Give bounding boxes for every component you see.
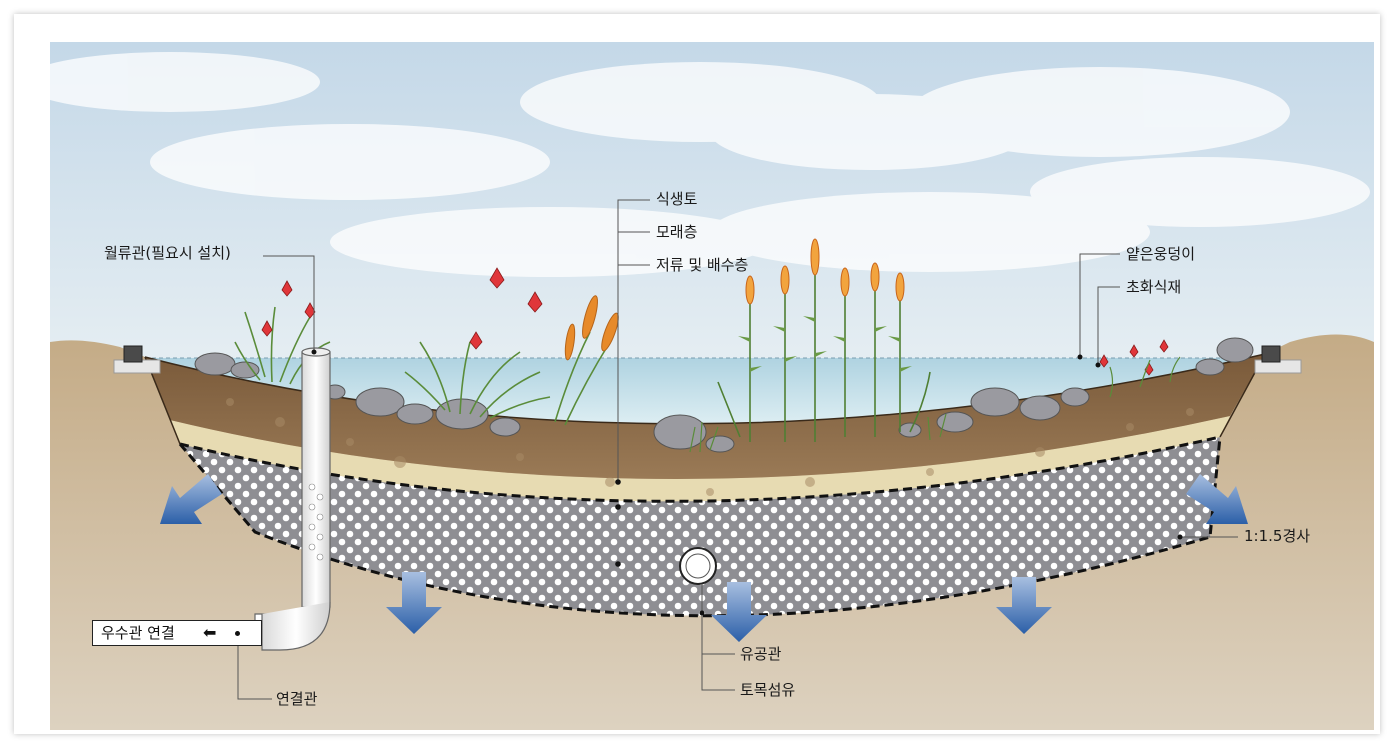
left-arrow-icon: ⬅: [203, 623, 217, 642]
label-sewer-connection: 우수관 연결: [101, 624, 175, 642]
down-arrow-icon: [160, 474, 1248, 642]
sewer-connection-box: 우수관 연결 ⬅: [92, 620, 262, 646]
connection-point: [235, 631, 240, 636]
overflow-pipe: [301, 351, 331, 608]
label-planting-soil: 식생토: [656, 190, 698, 208]
label-storage-drain-layer: 저류 및 배수층: [656, 256, 749, 274]
label-sand-layer: 모래층: [656, 223, 698, 241]
label-herb-planting: 초화식재: [1126, 278, 1182, 296]
label-perforated-pipe: 유공관: [740, 645, 782, 663]
bioretention-cross-section: [50, 42, 1374, 730]
perforated-pipe: [679, 547, 717, 585]
diagram-stage: 월류관(필요시 설치) 식생토 모래층 저류 및 배수층 얕은웅덩이 초화식재 …: [50, 42, 1374, 730]
label-shallow-pond: 얕은웅덩이: [1126, 245, 1196, 263]
figure-frame: 월류관(필요시 설치) 식생토 모래층 저류 및 배수층 얕은웅덩이 초화식재 …: [14, 14, 1380, 734]
label-slope-ratio: 1:1.5경사: [1244, 527, 1311, 545]
label-geotextile: 토목섬유: [740, 681, 796, 699]
label-overflow-pipe: 월류관(필요시 설치): [104, 244, 231, 262]
label-connection-pipe: 연결관: [276, 690, 318, 708]
